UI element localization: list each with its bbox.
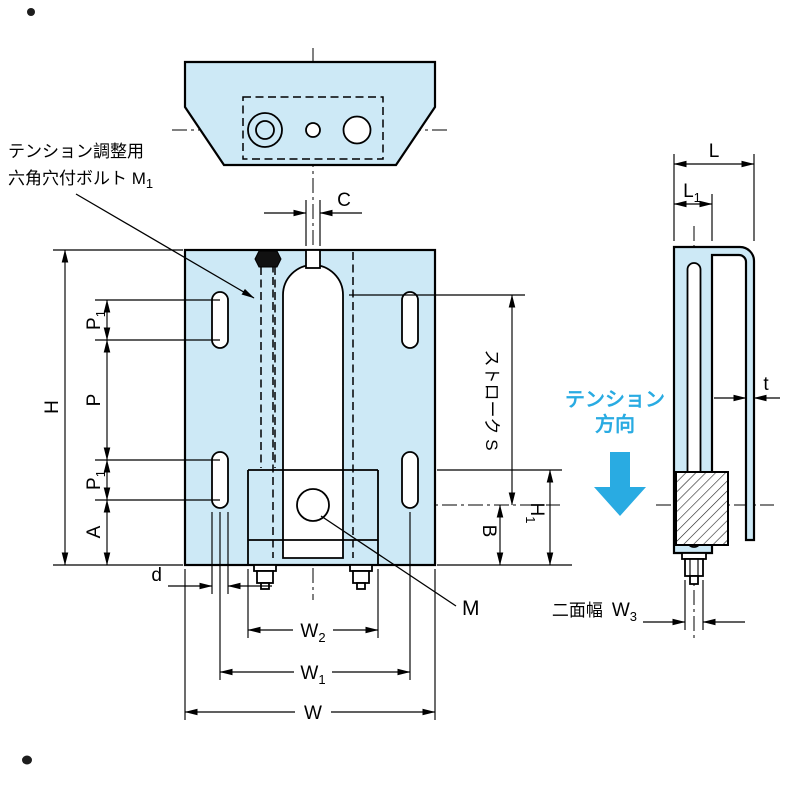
dim-w: W — [184, 569, 436, 724]
top-view — [183, 60, 437, 167]
note-line1: テンション調整用 — [8, 142, 144, 161]
top-view-body — [183, 60, 437, 167]
w1-extension-lines — [219, 512, 411, 680]
leader-m: M — [320, 515, 480, 620]
h1-extension-lines — [437, 469, 572, 566]
bolt-flange — [253, 564, 277, 572]
chain-extension-lines — [95, 299, 220, 501]
front-view — [183, 248, 437, 590]
dim-w1: W1 — [219, 512, 411, 687]
dim-label-p1-bottom: P1 — [84, 470, 108, 490]
side-view — [672, 245, 756, 585]
dim-h1: H1 — [437, 469, 572, 566]
side-bolt — [681, 552, 707, 585]
tension-direction-line2: 方向 — [595, 412, 635, 436]
bolt-flange — [349, 564, 373, 572]
slot-hole-bottom-left — [211, 451, 229, 509]
w-extension-lines — [184, 569, 436, 720]
dim-label-t: t — [763, 374, 769, 395]
bolt-head-facets — [689, 559, 699, 576]
dim-label-p1-top: P1 — [84, 310, 108, 330]
tension-bolt-head — [254, 250, 282, 268]
c-extension-lines — [305, 200, 321, 246]
d-extension-lines — [211, 512, 229, 594]
bottom-bolt-right — [349, 564, 373, 590]
slot-hole-top-right — [401, 291, 419, 349]
w2-extension-lines — [247, 569, 379, 638]
bolt-tip — [689, 575, 699, 585]
dim-label-p: P — [84, 394, 105, 407]
socket-bolt-outer-circle — [247, 112, 283, 148]
top-view-hidden-rect — [242, 96, 384, 160]
tension-direction-line1: テンション — [565, 389, 665, 411]
bottom-bolt-left — [253, 564, 277, 590]
dim-label-stroke-s: ストローク S — [482, 349, 501, 450]
artifact-marks — [22, 8, 35, 765]
bolt-head — [256, 570, 274, 584]
dim-b: B — [478, 504, 504, 566]
bolt-tip — [356, 582, 366, 590]
bolt-head — [352, 570, 370, 584]
m-tapped-hole — [296, 488, 330, 522]
dim-label-l1: L1 — [683, 181, 701, 205]
dim-w2: W2 — [247, 569, 379, 645]
note-line2: 六角穴付ボルト M1 — [8, 169, 153, 191]
corner-mark-top-left — [27, 8, 35, 16]
dim-label-m: M — [462, 597, 480, 620]
dim-stroke-s: ストローク S — [349, 294, 525, 506]
top-notch — [305, 249, 321, 269]
note-leader-line — [75, 193, 255, 299]
tension-direction: テンション 方向 — [565, 389, 665, 516]
dim-l: L L1 — [673, 141, 755, 241]
dim-t: t — [714, 374, 780, 402]
dim-h: H — [42, 249, 183, 566]
m-leader-line — [320, 515, 457, 607]
note-tension-bolt: テンション調整用 六角穴付ボルト M1 — [8, 142, 255, 299]
h-extension-lines — [53, 249, 183, 566]
dim-label-w: W — [304, 703, 322, 724]
bolt-flange — [681, 552, 707, 560]
corner-mark-bottom-left — [22, 755, 32, 765]
dim-chain-left: P1 P P1 A — [84, 299, 220, 566]
dim-label-w2: W2 — [300, 621, 325, 645]
right-hole — [342, 115, 372, 145]
tension-direction-arrow-icon — [594, 452, 646, 516]
slot-hole-bottom-right — [401, 451, 419, 509]
tension-block-front — [247, 469, 379, 565]
dim-c: C — [264, 190, 362, 246]
dim-label-c: C — [337, 190, 351, 211]
dim-label-a: A — [84, 525, 105, 538]
dim-label-l: L — [709, 141, 720, 162]
dim-label-d: d — [151, 565, 162, 586]
dim-label-h1: H1 — [523, 503, 547, 524]
slot-hole-top-left — [211, 291, 229, 349]
dim-d: d — [151, 512, 272, 594]
center-hole — [305, 122, 321, 138]
tension-block-section — [675, 471, 729, 546]
dim-label-h: H — [42, 400, 63, 414]
dim-label-b: B — [478, 525, 499, 538]
socket-bolt-inner-circle — [255, 120, 275, 140]
dim-label-w1: W1 — [300, 663, 325, 687]
bolt-head — [684, 558, 704, 577]
